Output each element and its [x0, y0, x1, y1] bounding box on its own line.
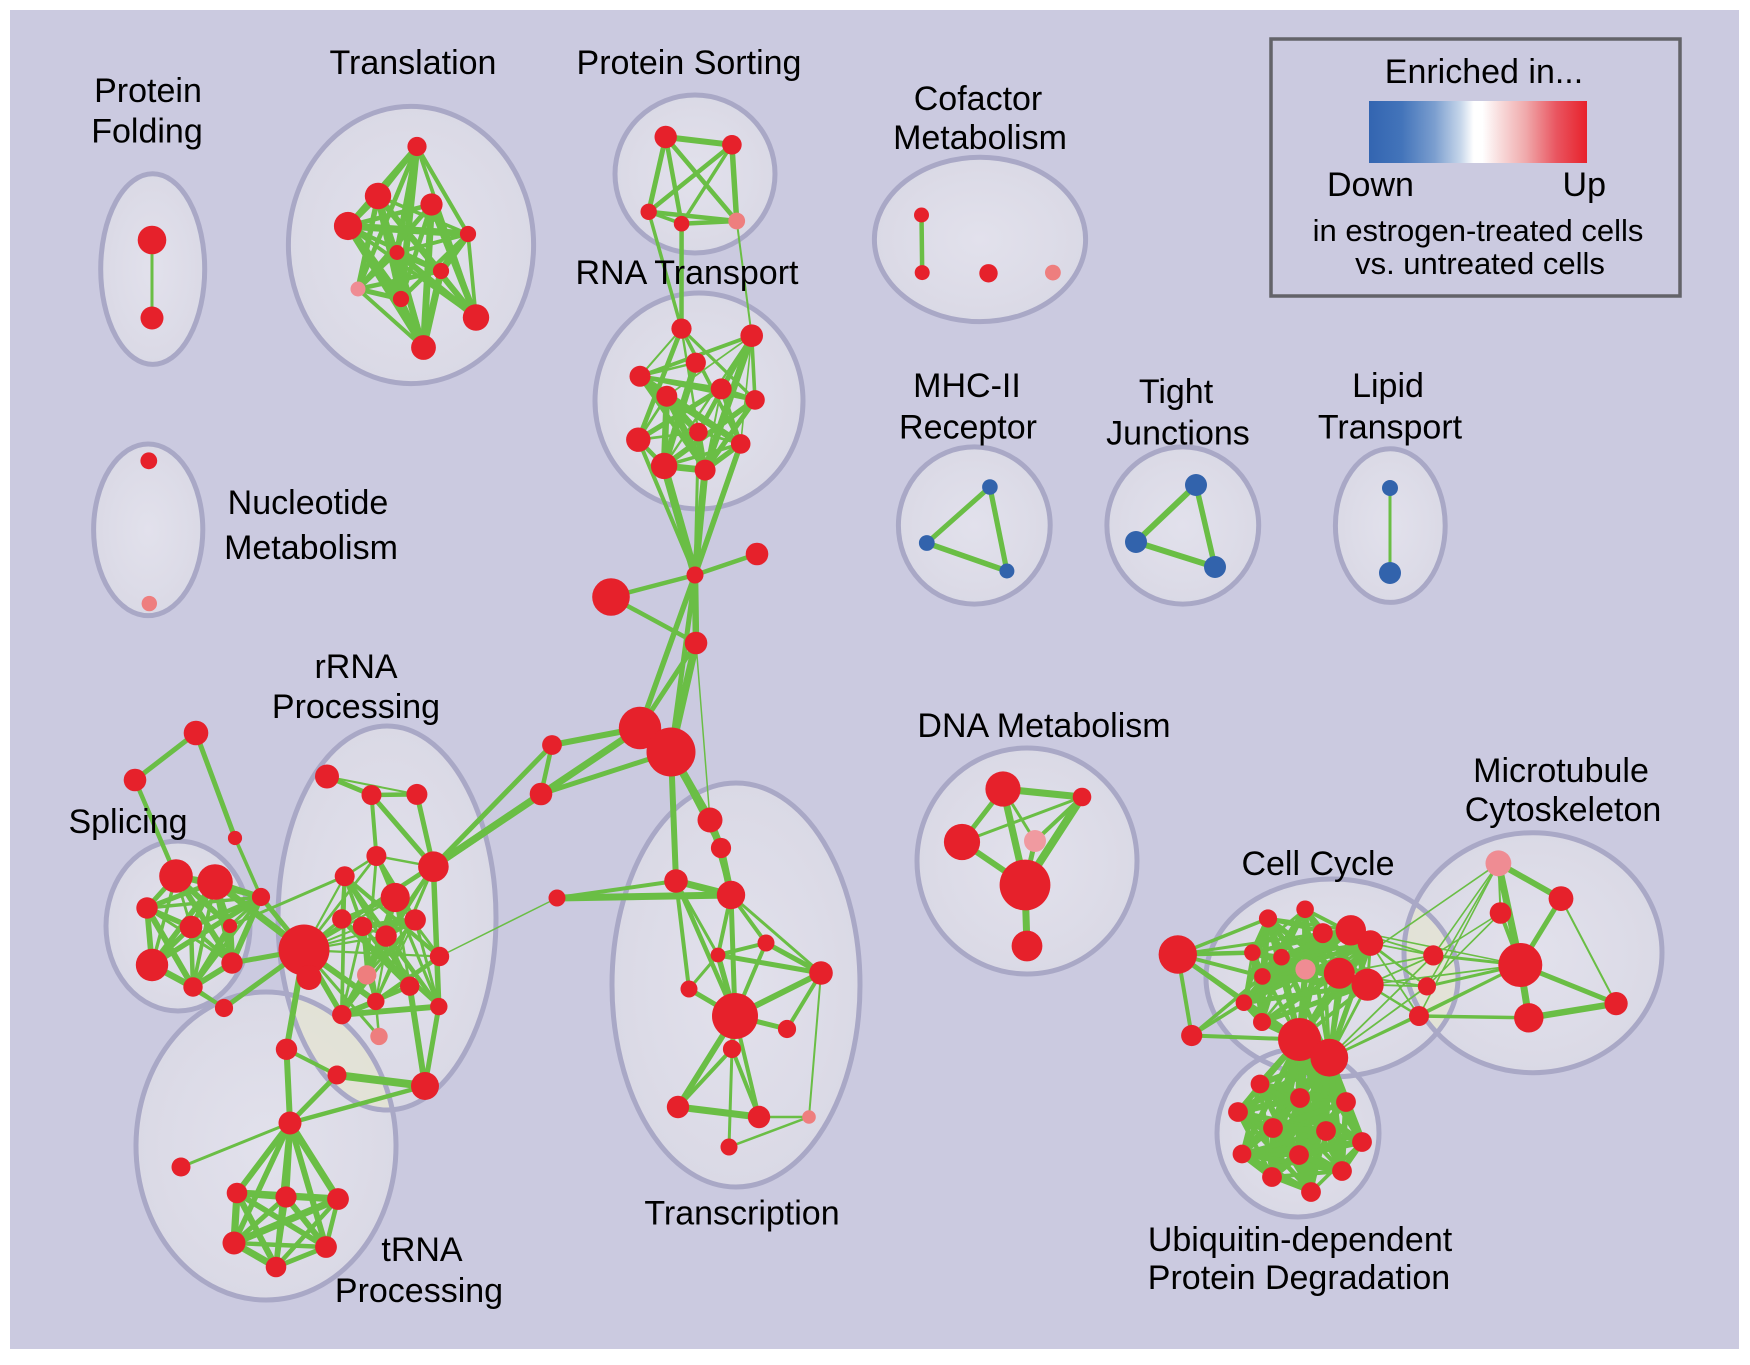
svg-text:MHC-II: MHC-II: [913, 367, 1021, 405]
svg-text:Junctions: Junctions: [1106, 415, 1250, 453]
svg-text:vs. untreated cells: vs. untreated cells: [1355, 246, 1605, 281]
svg-text:Nucleotide: Nucleotide: [228, 484, 389, 522]
svg-text:Protein: Protein: [94, 72, 202, 110]
svg-text:RNA Transport: RNA Transport: [576, 254, 800, 292]
svg-text:Protein Sorting: Protein Sorting: [577, 44, 802, 82]
svg-text:Microtubule: Microtubule: [1473, 752, 1649, 790]
svg-text:Cytoskeleton: Cytoskeleton: [1465, 791, 1662, 829]
svg-text:Processing: Processing: [272, 688, 440, 726]
svg-text:Ubiquitin-dependent: Ubiquitin-dependent: [1148, 1221, 1453, 1259]
svg-text:Metabolism: Metabolism: [224, 529, 398, 567]
svg-text:Splicing: Splicing: [68, 803, 187, 841]
svg-text:Metabolism: Metabolism: [893, 119, 1067, 157]
svg-text:Folding: Folding: [91, 113, 203, 151]
svg-text:Enriched in...: Enriched in...: [1385, 53, 1583, 91]
svg-text:Tight: Tight: [1139, 373, 1214, 411]
svg-text:Transcription: Transcription: [644, 1195, 839, 1233]
svg-text:Down: Down: [1327, 166, 1414, 204]
svg-text:Translation: Translation: [330, 44, 497, 82]
svg-text:tRNA: tRNA: [381, 1231, 463, 1269]
svg-text:Up: Up: [1563, 166, 1606, 204]
svg-text:Cofactor: Cofactor: [914, 80, 1043, 118]
svg-text:in estrogen-treated cells: in estrogen-treated cells: [1313, 213, 1644, 248]
svg-text:DNA Metabolism: DNA Metabolism: [917, 707, 1170, 745]
svg-text:Receptor: Receptor: [899, 409, 1037, 447]
svg-text:Protein Degradation: Protein Degradation: [1148, 1259, 1450, 1297]
svg-text:Lipid: Lipid: [1352, 367, 1424, 405]
svg-text:Cell Cycle: Cell Cycle: [1241, 845, 1394, 883]
svg-text:rRNA: rRNA: [314, 648, 397, 686]
svg-text:Processing: Processing: [335, 1272, 503, 1310]
svg-text:Transport: Transport: [1318, 409, 1463, 447]
